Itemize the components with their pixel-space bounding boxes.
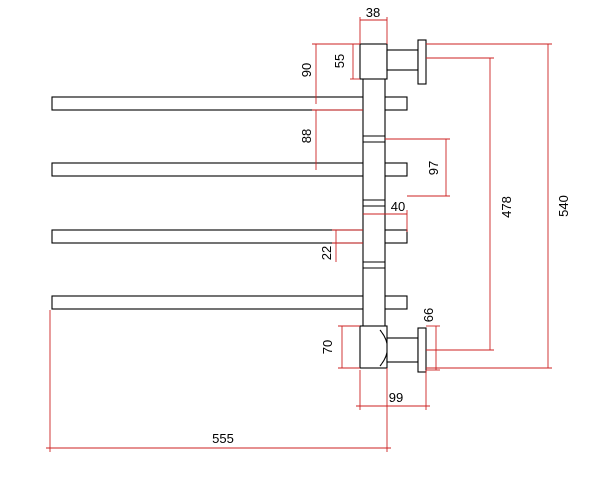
dim-label-40: 40 bbox=[391, 199, 405, 214]
top-collar bbox=[359, 43, 388, 80]
top-wall-bracket bbox=[359, 39, 427, 85]
dim-label-540: 540 bbox=[556, 195, 571, 217]
dim-label-478: 478 bbox=[499, 196, 514, 218]
dim-label-555: 555 bbox=[212, 431, 234, 446]
towel-bar-3 bbox=[51, 229, 408, 244]
pole-body bbox=[362, 77, 386, 329]
dim-label-70: 70 bbox=[320, 340, 335, 354]
top-wall-plate bbox=[417, 39, 427, 85]
dim-label-99: 99 bbox=[389, 390, 403, 405]
dim-label-22: 22 bbox=[319, 246, 334, 260]
vertical-pole bbox=[362, 77, 386, 329]
dimension-lines bbox=[46, 17, 552, 452]
dim-label-55: 55 bbox=[332, 54, 347, 68]
dim-label-66: 66 bbox=[421, 308, 436, 322]
top-arm bbox=[386, 49, 419, 71]
towel-bar-2 bbox=[51, 162, 408, 177]
towel-bar-4 bbox=[51, 295, 408, 310]
dim-label-90: 90 bbox=[299, 63, 314, 77]
bottom-arm bbox=[386, 337, 419, 363]
dimension-labels: 38 55 90 88 97 40 22 478 540 66 70 99 55… bbox=[212, 5, 571, 446]
bottom-wall-bracket bbox=[359, 325, 427, 373]
dim-label-88: 88 bbox=[299, 129, 314, 143]
bottom-wall-plate bbox=[417, 327, 427, 373]
dim-label-38: 38 bbox=[366, 5, 380, 20]
towel-bar-1 bbox=[51, 96, 408, 111]
dim-label-97: 97 bbox=[426, 161, 441, 175]
towel-bars bbox=[51, 96, 408, 310]
